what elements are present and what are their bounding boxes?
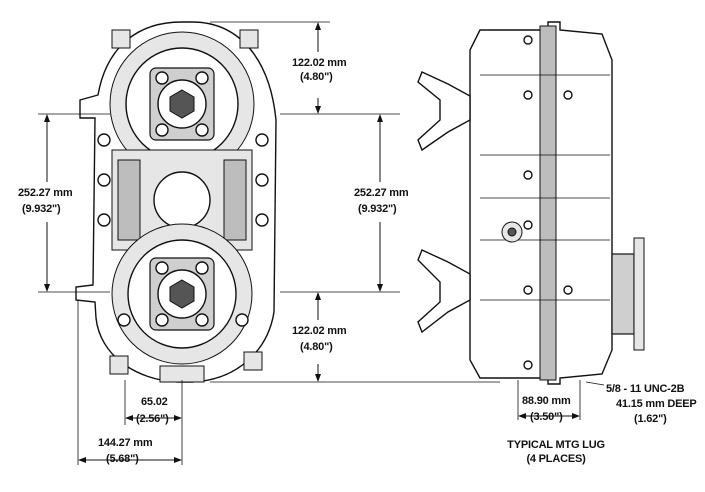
upper-bolt-2: [195, 71, 209, 85]
side-bolt-left-1: [97, 173, 111, 187]
lug-note-line2: (4 PLACES): [526, 453, 586, 465]
lug-note-line1: TYPICAL MTG LUG: [507, 439, 605, 451]
side-flange-bolt-8: [563, 285, 573, 295]
side-sight-plug-center: [507, 227, 517, 237]
side-bolt-left-2: [97, 213, 111, 227]
dim-144-in: (5.68"): [106, 453, 139, 465]
lower-side-bolt-right: [235, 313, 249, 327]
dim-65-in: (2.56"): [136, 413, 169, 425]
dim-left-mm: 252.27 mm: [18, 187, 73, 199]
upper-bolt-1: [155, 71, 169, 85]
arrow-65-2: [174, 415, 182, 421]
thread-note-line1: 5/8 - 11 UNC-2B: [606, 383, 685, 395]
arrow-88-2: [572, 413, 580, 419]
arrow-rc-2: [377, 284, 383, 292]
dimension-lines: [38, 21, 605, 465]
dim-144-mm: 144.27 mm: [98, 437, 153, 449]
thread-note-line3: (1.62"): [634, 413, 667, 425]
side-flange-bolt-2: [523, 90, 533, 100]
lower-side-bolt-left: [117, 313, 131, 327]
arrow-top-1: [315, 22, 321, 30]
lower-bolt-4: [195, 313, 209, 327]
arrow-bot-2: [315, 374, 321, 382]
dim-left-in: (9.932"): [22, 203, 61, 215]
arrow-left-1: [44, 114, 50, 122]
side-flange-bolt-7: [563, 90, 573, 100]
dim-rc-mm: 252.27 mm: [354, 187, 409, 199]
dim-bot-mm: 122.02 mm: [292, 325, 347, 337]
front-view: [75, 21, 277, 383]
side-flange-bolt-6: [523, 360, 533, 370]
side-bolt-right-1: [255, 173, 269, 187]
middle-boss: [153, 171, 211, 229]
side-split-flange: [539, 25, 557, 381]
arrow-left-2: [44, 284, 50, 292]
lower-shaft-nut: [169, 279, 195, 309]
leader-thread: [585, 381, 605, 386]
arrow-top-2: [315, 106, 321, 114]
dim-88-in: (3.50"): [530, 411, 563, 423]
arrow-88-1: [518, 413, 526, 419]
arrow-rc-1: [377, 114, 383, 122]
side-upper-yoke: [417, 71, 471, 152]
arrow-144-1: [78, 457, 86, 463]
lower-bolt-2: [195, 261, 209, 275]
side-flange-bolt-4: [523, 220, 533, 230]
arrow-65-1: [125, 415, 133, 421]
thread-note-line2: 41.15 mm DEEP: [616, 398, 697, 410]
side-bolt-left-0: [97, 133, 111, 147]
side-flange-bolt-3: [523, 170, 533, 180]
arrow-bot-1: [315, 292, 321, 300]
front-lug-bottom-left: [109, 355, 129, 375]
side-flange-bolt-1: [523, 35, 533, 45]
upper-shaft-nut: [169, 89, 195, 119]
side-bolt-right-2: [255, 213, 269, 227]
dim-bot-in: (4.80"): [300, 341, 333, 353]
dimension-labels: 122.02 mm (4.80") 252.27 mm (9.932") 122…: [18, 57, 697, 465]
dim-rc-in: (9.932"): [358, 203, 397, 215]
side-flange-bolt-5: [523, 285, 533, 295]
dim-top-in: (4.80"): [300, 71, 333, 83]
side-output-boss: [611, 253, 635, 335]
lower-bolt-1: [155, 261, 169, 275]
side-bolt-right-0: [255, 133, 269, 147]
dim-88-mm: 88.90 mm: [522, 395, 571, 407]
front-lug-top-right: [239, 29, 259, 49]
front-lug-top-left: [111, 29, 131, 49]
side-view: [417, 21, 645, 385]
lower-bolt-3: [155, 313, 169, 327]
dim-top-mm: 122.02 mm: [292, 57, 347, 69]
left-rib: [117, 159, 141, 241]
side-lower-yoke: [417, 249, 471, 334]
side-output-flange: [633, 237, 645, 351]
dim-65-mm: 65.02: [141, 396, 168, 408]
bottom-boss: [159, 365, 205, 383]
arrow-144-2: [174, 457, 182, 463]
right-rib: [223, 159, 247, 241]
upper-bolt-4: [195, 123, 209, 137]
front-lug-bottom-right: [243, 351, 263, 371]
upper-bolt-3: [155, 123, 169, 137]
